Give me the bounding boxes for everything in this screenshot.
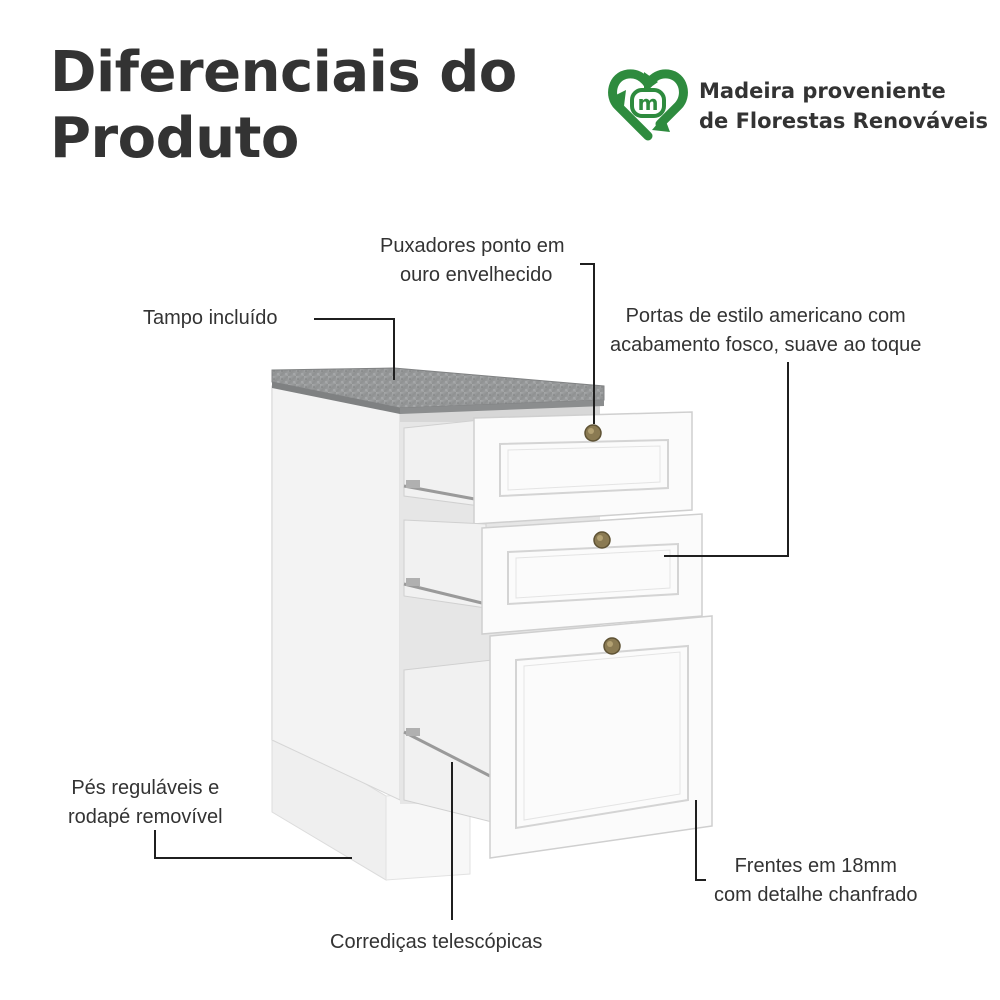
callout-frentes: Frentes em 18mm com detalhe chanfrado [714, 852, 917, 910]
callout-puxadores-line-2: ouro envelhecido [400, 264, 553, 286]
title-line-1: Diferenciais do [50, 40, 517, 105]
side-panel [271, 385, 401, 801]
badge-text: Madeira proveniente de Florestas Renováv… [699, 76, 988, 136]
callout-portas-line-2: acabamento fosco, suave ao toque [610, 334, 922, 356]
title-line-2: Produto [50, 106, 299, 171]
callout-frentes-line-2: com detalhe chanfrado [714, 884, 918, 906]
callout-tampo: Tampo incluído [143, 304, 278, 333]
callout-frentes-line-1: Frentes em 18mm [734, 855, 897, 877]
callout-portas-line-1: Portas de estilo americano com [625, 305, 906, 327]
callout-pes-line-1: Pés reguláveis e [71, 777, 220, 799]
callout-portas: Portas de estilo americano com acabament… [610, 302, 921, 360]
page-title: Diferenciais do Produto [50, 40, 517, 172]
callout-pes-line-2: rodapé removível [68, 806, 223, 828]
drawer-bottom [403, 615, 713, 859]
callout-tampo-text: Tampo incluído [143, 307, 278, 329]
callout-puxadores: Puxadores ponto em ouro envelhecido [380, 232, 565, 290]
callout-corredicas-text: Corrediças telescópicas [330, 931, 543, 953]
callout-corredicas: Corrediças telescópicas [330, 928, 542, 957]
drawer-middle [403, 513, 703, 635]
callout-puxadores-line-1: Puxadores ponto em [380, 235, 565, 257]
drawer-top [403, 411, 693, 525]
badge-line-1: Madeira proveniente [699, 79, 946, 103]
svg-text:m: m [638, 91, 659, 115]
badge-line-2: de Florestas Renováveis [699, 109, 988, 133]
renewable-forest-badge: m Madeira proveniente de Florestas Renov… [608, 66, 998, 142]
recycle-heart-m-icon: m [608, 69, 688, 141]
callout-pes: Pés reguláveis e rodapé removível [68, 774, 223, 832]
